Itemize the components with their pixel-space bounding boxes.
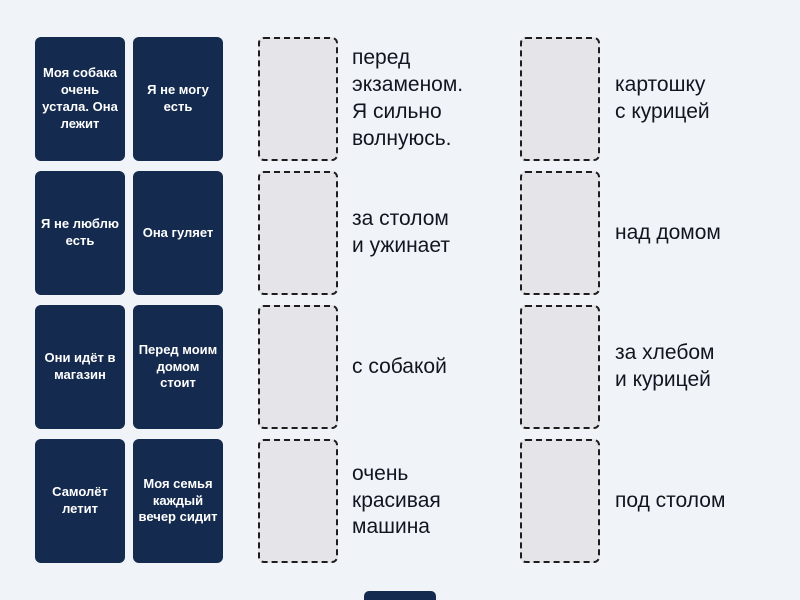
match-label: за столом и ужинает [352,207,450,257]
drop-zone[interactable] [520,37,600,161]
drop-zone[interactable] [258,171,338,295]
answer-card[interactable]: Моя собака очень устала. Она лежит [35,37,125,161]
drop-zone[interactable] [258,439,338,563]
answer-card[interactable]: Перед моим домом стоит [133,305,223,429]
match-label: с собакой [352,354,447,378]
match-label: картошку с курицей [615,73,710,123]
match-label: за хлебом и курицей [615,341,715,391]
drop-zone[interactable] [520,439,600,563]
match-label: очень красивая машина [352,461,441,539]
match-row: Они идёт в магазин Перед моим домом стои… [35,305,800,429]
drop-zone[interactable] [520,305,600,429]
match-label: перед экзаменом. Я сильно волнуюсь. [352,46,464,150]
answer-card[interactable]: Самолёт летит [35,439,125,563]
match-row: Самолёт летит Моя семья каждый вечер сид… [35,439,800,563]
match-row: Моя собака очень устала. Она лежит Я не … [35,37,800,161]
match-label: над домом [615,220,721,244]
drop-zone[interactable] [520,171,600,295]
answer-card[interactable]: Я не люблю есть [35,171,125,295]
match-row: Я не люблю есть Она гуляет за столом и у… [35,171,800,295]
answer-card[interactable]: Они идёт в магазин [35,305,125,429]
answer-card[interactable]: Моя семья каждый вечер сидит [133,439,223,563]
footer-tab [364,591,436,600]
drop-zone[interactable] [258,305,338,429]
answer-card[interactable]: Она гуляет [133,171,223,295]
drop-zone[interactable] [258,37,338,161]
match-up-board: Моя собака очень устала. Она лежит Я не … [35,37,800,563]
answer-card[interactable]: Я не могу есть [133,37,223,161]
match-label: под столом [615,488,726,512]
